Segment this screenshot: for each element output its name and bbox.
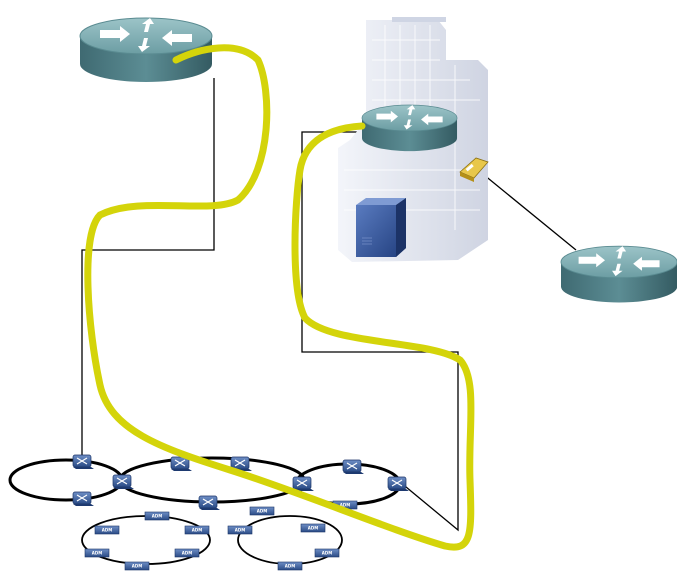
router-right[interactable] [560, 245, 677, 303]
adm-icon [174, 548, 200, 558]
adm-nodes [84, 500, 358, 571]
server-icon [356, 198, 406, 257]
sdh-switch-icon [72, 454, 95, 470]
adm-icon [94, 525, 120, 535]
adm-icon [84, 548, 110, 558]
adm-icon [300, 523, 326, 533]
adm-icon [277, 561, 303, 571]
adm-icon [144, 511, 170, 521]
sdh-switch-icon [72, 491, 95, 507]
transceiver-icon [459, 157, 489, 182]
router-in-building[interactable] [361, 104, 458, 152]
adm-icon [249, 506, 275, 516]
adm-icon [227, 525, 253, 535]
highlighted-path [84, 44, 475, 551]
sdh-switch-icon [387, 476, 410, 492]
adm-icon [184, 525, 210, 535]
sdh-switch-icon [198, 495, 221, 511]
adm-icon [124, 561, 150, 571]
adm-rings [81, 515, 343, 565]
sdh-switch-icon [342, 459, 365, 475]
sdh-switch-icon [292, 476, 315, 492]
adm-icon [314, 548, 340, 558]
sdh-switch-icon [112, 474, 135, 490]
